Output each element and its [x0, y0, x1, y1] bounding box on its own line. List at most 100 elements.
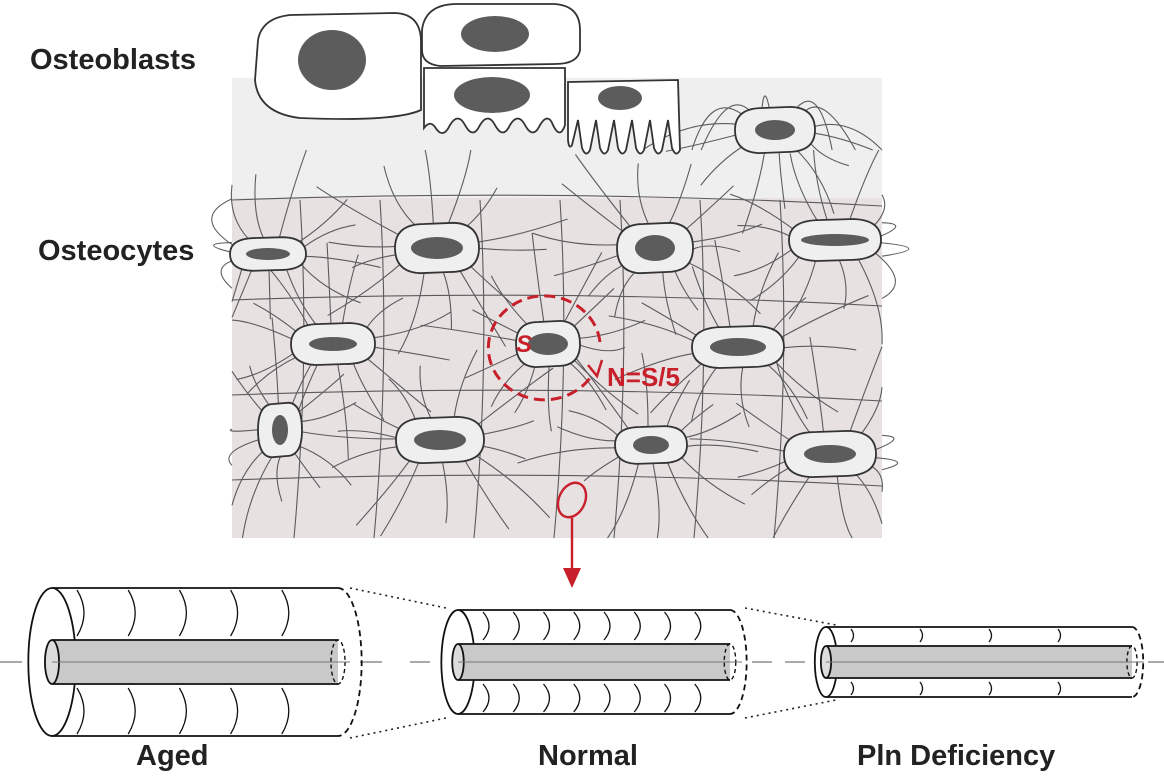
fiber [664, 683, 672, 713]
fiber [603, 683, 611, 713]
canaliculus [742, 151, 766, 234]
canaliculus [686, 444, 759, 453]
canaliculus [562, 252, 603, 325]
canaliculus [299, 262, 361, 304]
canaliculus [813, 149, 828, 221]
nucleus [414, 430, 466, 450]
canaliculus [230, 184, 250, 241]
nucleus [804, 445, 856, 463]
canaliculus [383, 165, 418, 228]
canaliculus [292, 450, 321, 489]
fiber [573, 683, 581, 713]
canaliculus [229, 428, 259, 432]
canaliculus [420, 324, 517, 342]
canaliculus [614, 352, 695, 381]
canaliculus [231, 370, 265, 413]
fiber [1057, 681, 1062, 696]
canaliculus [848, 149, 880, 222]
canaliculus [247, 355, 300, 394]
canaliculus [473, 453, 551, 519]
canaliculus [326, 242, 332, 325]
canaliculus [793, 100, 833, 151]
osteoblast-cell-4 [567, 79, 681, 155]
canaliculus [714, 239, 731, 328]
canaliculus [570, 288, 615, 330]
canaliculus [665, 134, 737, 152]
normal-label: Normal [538, 740, 638, 772]
canaliculus [652, 462, 660, 539]
canaliculus [231, 268, 253, 318]
canaliculus [531, 232, 545, 323]
canaliculus [328, 241, 396, 248]
canaliculus [814, 132, 873, 151]
surface-symbol-label: S [516, 331, 533, 358]
canaliculus [211, 198, 235, 247]
nucleus [272, 415, 288, 445]
canaliculus [685, 261, 761, 315]
nucleus [598, 86, 642, 110]
fiber [988, 628, 993, 643]
canaliculus [442, 271, 453, 330]
canaliculus [574, 154, 633, 230]
fiber [178, 589, 188, 637]
canaliculus [297, 444, 352, 486]
canaliculus [355, 456, 413, 526]
canaliculus [249, 365, 271, 408]
canaliculus [532, 232, 618, 246]
fiber [482, 683, 490, 713]
canaliculus [380, 459, 421, 537]
canaliculus [278, 149, 307, 239]
fiber [543, 683, 551, 713]
canaliculus [858, 387, 883, 438]
canaliculus [241, 454, 274, 539]
fiber [127, 687, 136, 735]
canaliculus [737, 460, 787, 478]
canaliculus [856, 257, 883, 345]
canaliculus [467, 263, 516, 307]
canaliculus [578, 319, 646, 339]
canaliculus [472, 309, 520, 335]
canaliculus [374, 346, 450, 361]
osteocytes-label: Osteocytes [38, 235, 195, 267]
canaliculus [364, 356, 432, 413]
fiber [512, 683, 520, 713]
canaliculus [254, 174, 264, 239]
canaliculus [775, 358, 812, 435]
canaliculus [667, 163, 692, 226]
nucleus [801, 234, 869, 246]
canaliculus [373, 199, 385, 539]
canaliculus [453, 349, 478, 420]
canaliculus [388, 378, 417, 422]
canaliculus [285, 267, 319, 328]
canaliculus [874, 434, 895, 451]
normal-tube [440, 609, 748, 715]
canaliculus [880, 242, 910, 257]
canaliculus [765, 362, 808, 420]
canaliculus [737, 225, 791, 237]
canaliculus [679, 455, 746, 505]
fiber [919, 628, 924, 643]
zoom-indicator [556, 481, 588, 588]
canaliculus [735, 402, 793, 443]
canaliculus [441, 461, 448, 524]
canaliculus [236, 351, 296, 380]
canaliculus [458, 268, 507, 347]
nucleus [309, 337, 357, 351]
canaliculus [465, 352, 520, 379]
nucleus [411, 237, 463, 259]
canaliculus [353, 403, 402, 431]
fiber [633, 611, 641, 641]
nucleus [246, 248, 290, 260]
osteocyte-cells [229, 105, 882, 479]
canaliculus [463, 458, 510, 530]
canaliculus [231, 389, 883, 402]
canaliculus [838, 259, 847, 309]
fiber [633, 683, 641, 713]
canaliculus [641, 352, 649, 428]
nucleus [710, 338, 766, 356]
canaliculus [231, 294, 883, 307]
fiber [573, 611, 581, 641]
fiber [543, 611, 551, 641]
canaliculus [795, 148, 835, 214]
